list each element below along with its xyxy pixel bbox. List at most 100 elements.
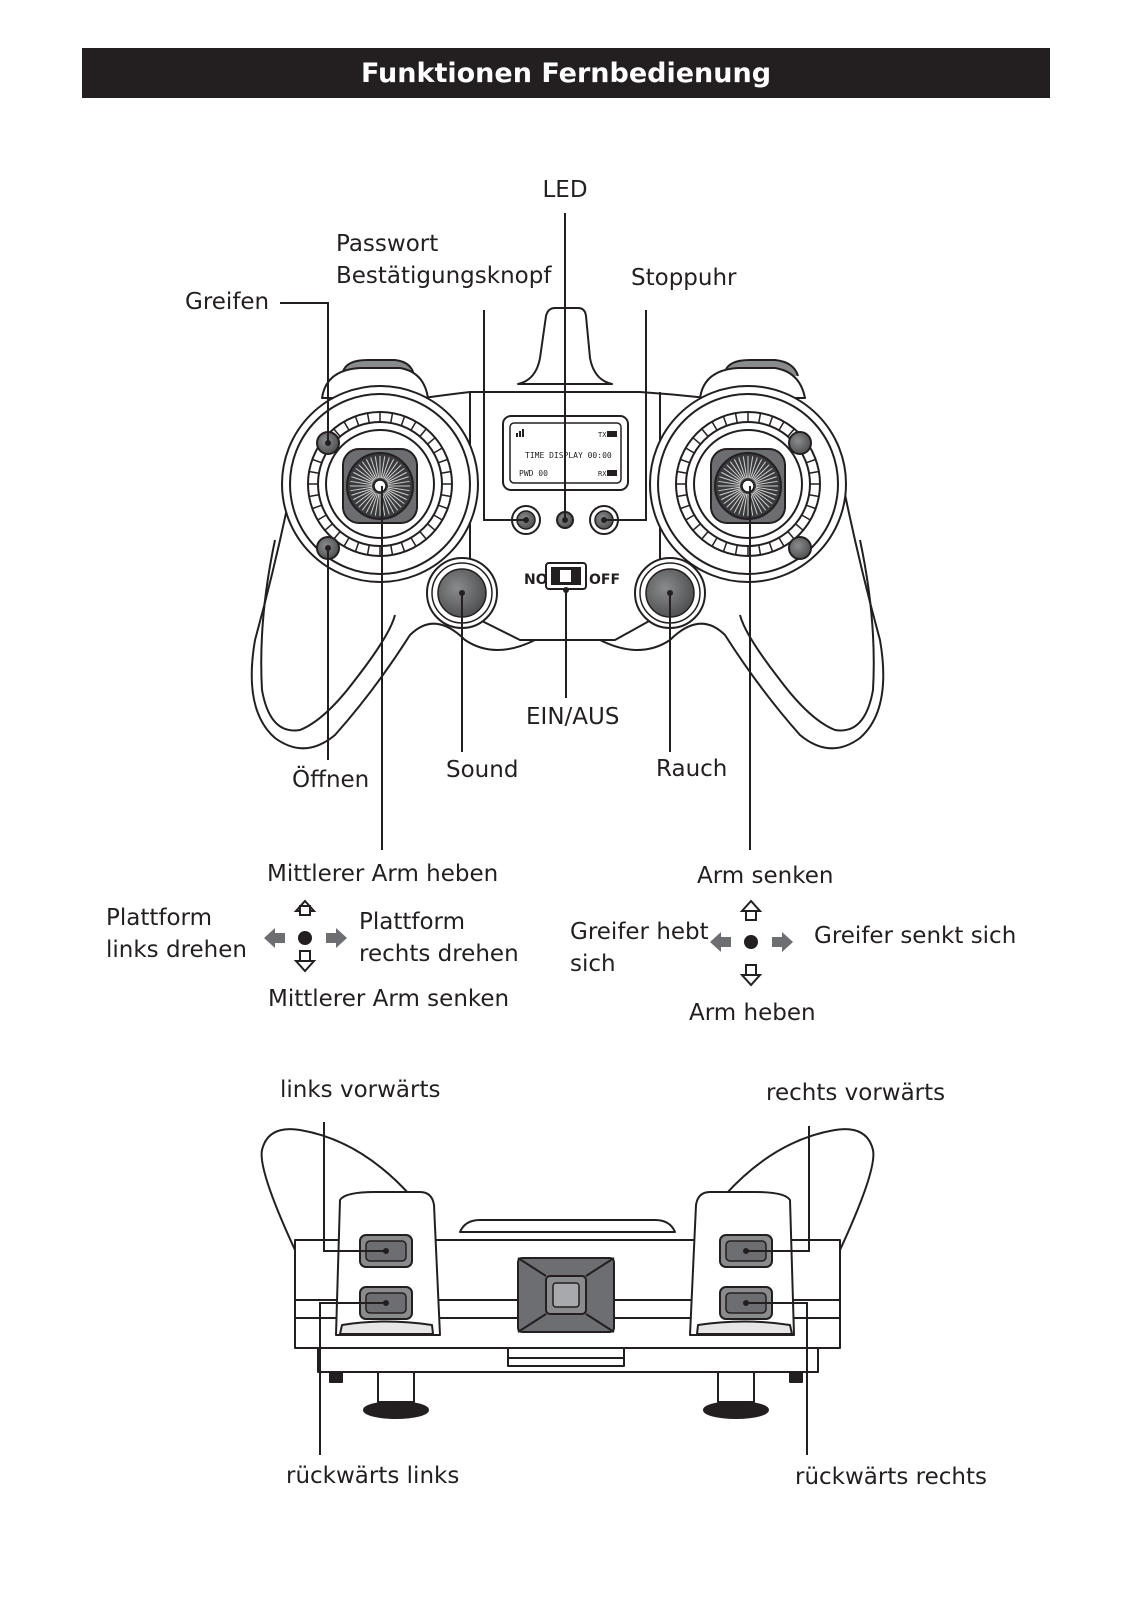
- dial-tick: [351, 487, 373, 496]
- dial-tick: [768, 416, 774, 426]
- dial-tick: [381, 493, 390, 515]
- leader-lines-bottom: [319, 1122, 810, 1455]
- dial-tick: [400, 542, 406, 552]
- lcd-tx: TX: [598, 431, 607, 439]
- dial-tick: [387, 480, 410, 486]
- dial-tick: [734, 544, 738, 556]
- dial-tick: [806, 458, 816, 464]
- label-arm-senken: Arm senken: [697, 863, 834, 889]
- dial-tick: [721, 471, 742, 483]
- label-plattform-rechts: Plattform rechts drehen: [359, 909, 519, 967]
- dial-tick: [365, 459, 377, 480]
- right-joystick[interactable]: [710, 448, 786, 524]
- dial-tick: [433, 514, 443, 521]
- dial-tick: [440, 494, 452, 498]
- label-greifer-hebt: Greifer hebt sich: [570, 919, 709, 977]
- label-links-vorwaerts: links vorwärts: [280, 1077, 441, 1103]
- dial-tick: [386, 471, 407, 483]
- rx-battery-icon: [607, 470, 617, 476]
- dial-tick: [787, 531, 795, 540]
- dial-tick: [701, 428, 709, 437]
- dial-tick: [410, 421, 417, 431]
- label-oeffnen: Öffnen: [292, 767, 370, 793]
- lcd-rx: RX: [598, 470, 607, 478]
- right-dial-bottom-button[interactable]: [788, 536, 812, 560]
- dial-tick: [386, 467, 405, 482]
- left-joystick[interactable]: [342, 448, 418, 524]
- dial-tick: [751, 492, 763, 513]
- dial-tick: [383, 492, 395, 513]
- label-rueckwaerts-links: rückwärts links: [286, 1463, 460, 1489]
- dial-tick: [711, 537, 718, 547]
- dial-tick: [754, 489, 775, 501]
- dial-tick: [719, 487, 741, 496]
- dial-tick: [350, 480, 373, 486]
- tx-battery-icon: [607, 431, 617, 437]
- dial-tick: [755, 476, 777, 485]
- dial-tick: [410, 537, 417, 547]
- dial-tick: [751, 459, 763, 480]
- dial-tick: [353, 489, 374, 501]
- power-switch[interactable]: [545, 562, 587, 590]
- dial-tick: [742, 493, 748, 516]
- label-rueckwaerts-rechts: rückwärts rechts: [795, 1464, 987, 1490]
- dial-tick: [374, 493, 380, 516]
- dial-tick: [778, 537, 785, 547]
- dial-tick: [692, 437, 701, 445]
- dial-tick: [722, 416, 728, 426]
- dial-tick: [427, 437, 436, 445]
- dial-tick: [752, 492, 767, 511]
- dial-tick: [354, 416, 360, 426]
- dial-tick: [676, 470, 688, 474]
- label-sound: Sound: [446, 757, 519, 783]
- label-led: LED: [542, 177, 588, 203]
- lcd-time-display: TIME DISPLAY 00:00: [525, 451, 612, 460]
- dial-tick: [808, 494, 820, 498]
- dial-tick: [726, 464, 743, 481]
- label-mittlerer-arm-senken: Mittlerer Arm senken: [268, 986, 510, 1012]
- dial-tick: [365, 492, 377, 513]
- dial-tick: [729, 461, 744, 480]
- dial-tick: [343, 421, 350, 431]
- dial-tick: [354, 542, 360, 552]
- dial-tick: [385, 464, 402, 481]
- dial-tick: [795, 523, 804, 531]
- dial-tick: [734, 412, 738, 424]
- dial-tick: [353, 471, 374, 483]
- dial-tick: [685, 447, 695, 454]
- leader-lines-top: [280, 213, 751, 850]
- dial-tick: [387, 476, 409, 485]
- dial-tick: [308, 470, 320, 474]
- dial-tick: [387, 487, 409, 496]
- right-dial-top-button[interactable]: [788, 431, 812, 455]
- label-mittlerer-arm-heben: Mittlerer Arm heben: [267, 861, 499, 887]
- dial-tick: [308, 494, 320, 498]
- dial-tick: [758, 412, 762, 424]
- dial-tick: [390, 412, 394, 424]
- switch-label-on: NO: [524, 572, 548, 588]
- left-direction-icon: [264, 899, 347, 973]
- dial-tick: [312, 458, 322, 464]
- dial-tick: [806, 504, 816, 510]
- dial-tick: [351, 476, 373, 485]
- label-greifen: Greifen: [185, 289, 270, 315]
- dial-tick: [385, 491, 402, 508]
- dial-tick: [333, 428, 341, 437]
- dial-tick: [384, 461, 399, 480]
- dial-tick: [726, 491, 743, 508]
- dial-tick: [383, 459, 395, 480]
- dial-tick: [317, 514, 327, 521]
- sound-button[interactable]: [426, 557, 498, 629]
- dial-tick: [350, 486, 373, 492]
- dial-tick: [366, 544, 370, 556]
- dial-tick: [801, 514, 811, 521]
- dial-tick: [755, 487, 777, 496]
- dial-tick: [333, 531, 341, 540]
- dial-tick: [729, 492, 744, 511]
- dial-tick: [400, 416, 406, 426]
- dial-tick: [752, 461, 767, 480]
- dial-tick: [723, 467, 742, 482]
- dial-tick: [719, 476, 741, 485]
- dial-tick: [768, 542, 774, 552]
- page-title: Funktionen Fernbedienung: [360, 57, 772, 89]
